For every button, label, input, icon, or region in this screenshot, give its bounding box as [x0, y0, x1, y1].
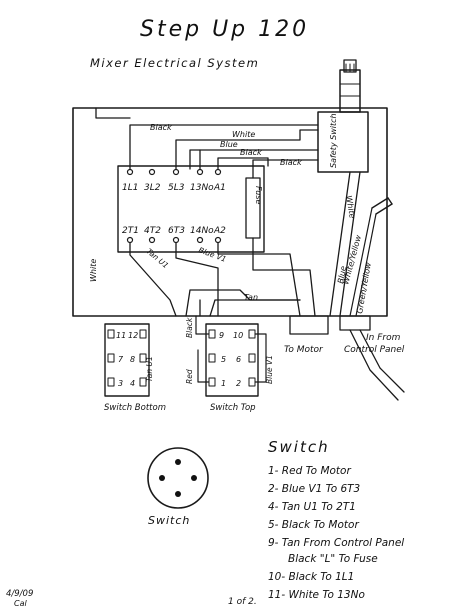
st-pin-9: 9	[219, 331, 224, 340]
legend-item-5: 5- Black To Motor	[268, 519, 359, 531]
wire-label-red: Red	[185, 369, 194, 384]
diagram-subtitle: Mixer Electrical System	[90, 56, 259, 70]
wire-label-black-3: Black	[280, 158, 302, 167]
switch-bottom-contacts	[107, 329, 147, 387]
st-pin-2: 2	[236, 379, 241, 388]
motor-connector	[289, 315, 329, 335]
wire-label-tan-u1: Tan U1	[145, 247, 171, 270]
wire-label-white-right: White	[344, 195, 357, 220]
control-panel-label: Control Panel	[344, 345, 405, 355]
safety-switch-plunger	[339, 59, 361, 113]
sb-pin-11: 11	[116, 331, 126, 340]
wire-label-white-1: White	[232, 130, 255, 139]
terminal-1l1: 1L1	[122, 183, 138, 193]
wire-label-blue-v1: Blue V1	[197, 245, 227, 263]
wire-label-black-2: Black	[240, 148, 262, 157]
safety-switch-box	[317, 111, 369, 173]
terminal-a2: A2	[213, 226, 226, 236]
incoming-cable	[349, 197, 393, 317]
diagram-title: Step Up 120	[140, 17, 309, 42]
top-terminals	[126, 168, 222, 176]
legend-item-4: 4- Tan U1 To 2T1	[268, 501, 356, 513]
switch-bottom-label: Switch Bottom	[104, 403, 166, 413]
control-panel-connector	[339, 315, 371, 331]
legend-item-1: 1- Red To Motor	[268, 465, 351, 477]
date-note: 4/9/09	[6, 589, 33, 599]
terminal-5l3: 5L3	[168, 183, 185, 193]
legend-item-9b: Black "L" To Fuse	[288, 553, 378, 565]
legend-item-2: 2- Blue V1 To 6T3	[268, 483, 360, 495]
wire-label-blue: Blue	[336, 265, 348, 284]
legend-title: Switch	[268, 438, 330, 456]
st-pin-6: 6	[236, 355, 241, 364]
sb-pin-7: 7	[118, 355, 124, 364]
to-motor-label: To Motor	[284, 345, 324, 355]
st-pin-5: 5	[221, 355, 226, 364]
sb-pin-12: 12	[128, 331, 138, 340]
round-switch	[147, 447, 209, 509]
wire-label-white-yellow: White/Yellow	[341, 234, 363, 286]
control-panel-cable-2	[359, 329, 405, 393]
switch-top-label: Switch Top	[210, 403, 256, 413]
wire-label-black-1: Black	[150, 123, 172, 132]
sb-pin-4: 4	[130, 379, 135, 388]
round-switch-label: Switch	[148, 514, 190, 527]
legend-item-10: 10- Black To 1L1	[268, 571, 354, 583]
st-pin-1: 1	[221, 379, 226, 388]
terminal-6t3: 6T3	[168, 226, 185, 236]
wire-label-tan-u1-2: Tan U1	[145, 356, 154, 382]
legend-item-11: 11- White To 13No	[268, 589, 365, 601]
sb-pin-3: 3	[118, 379, 123, 388]
terminal-14no: 14No	[190, 226, 214, 236]
switch-bottom-body	[104, 323, 150, 397]
terminal-4t2: 4T2	[144, 226, 161, 236]
st-pin-10: 10	[233, 331, 243, 340]
switch-top-contacts	[208, 329, 256, 387]
enclosure-wires	[95, 107, 361, 317]
fuse-label: Fuse	[254, 186, 263, 205]
terminal-3l2: 3L2	[144, 183, 161, 193]
switch-top-body	[205, 323, 259, 397]
wire-label-blue-1: Blue	[220, 140, 238, 149]
switch-top-wires	[195, 315, 267, 383]
main-enclosure	[72, 107, 388, 317]
control-panel-cable	[349, 329, 399, 401]
wire-label-white-left: White	[89, 259, 98, 282]
wire-label-black-left: Black	[185, 317, 194, 338]
contactor-block	[117, 165, 265, 253]
page-number: 1 of 2.	[228, 597, 257, 607]
bottom-terminals	[126, 236, 222, 244]
terminal-2t1: 2T1	[122, 226, 139, 236]
wire-label-tan: Tan	[244, 293, 258, 302]
wire-label-blue-v1-2: Blue V1	[265, 355, 274, 384]
terminal-13no: 13No	[190, 183, 214, 193]
in-from-label: In From	[366, 333, 401, 343]
safety-switch-label: Safety Switch	[329, 113, 338, 168]
sb-pin-8: 8	[130, 355, 135, 364]
initials-note: Cal	[14, 599, 27, 608]
legend-item-9: 9- Tan From Control Panel	[268, 537, 404, 549]
terminal-a1: A1	[213, 183, 226, 193]
